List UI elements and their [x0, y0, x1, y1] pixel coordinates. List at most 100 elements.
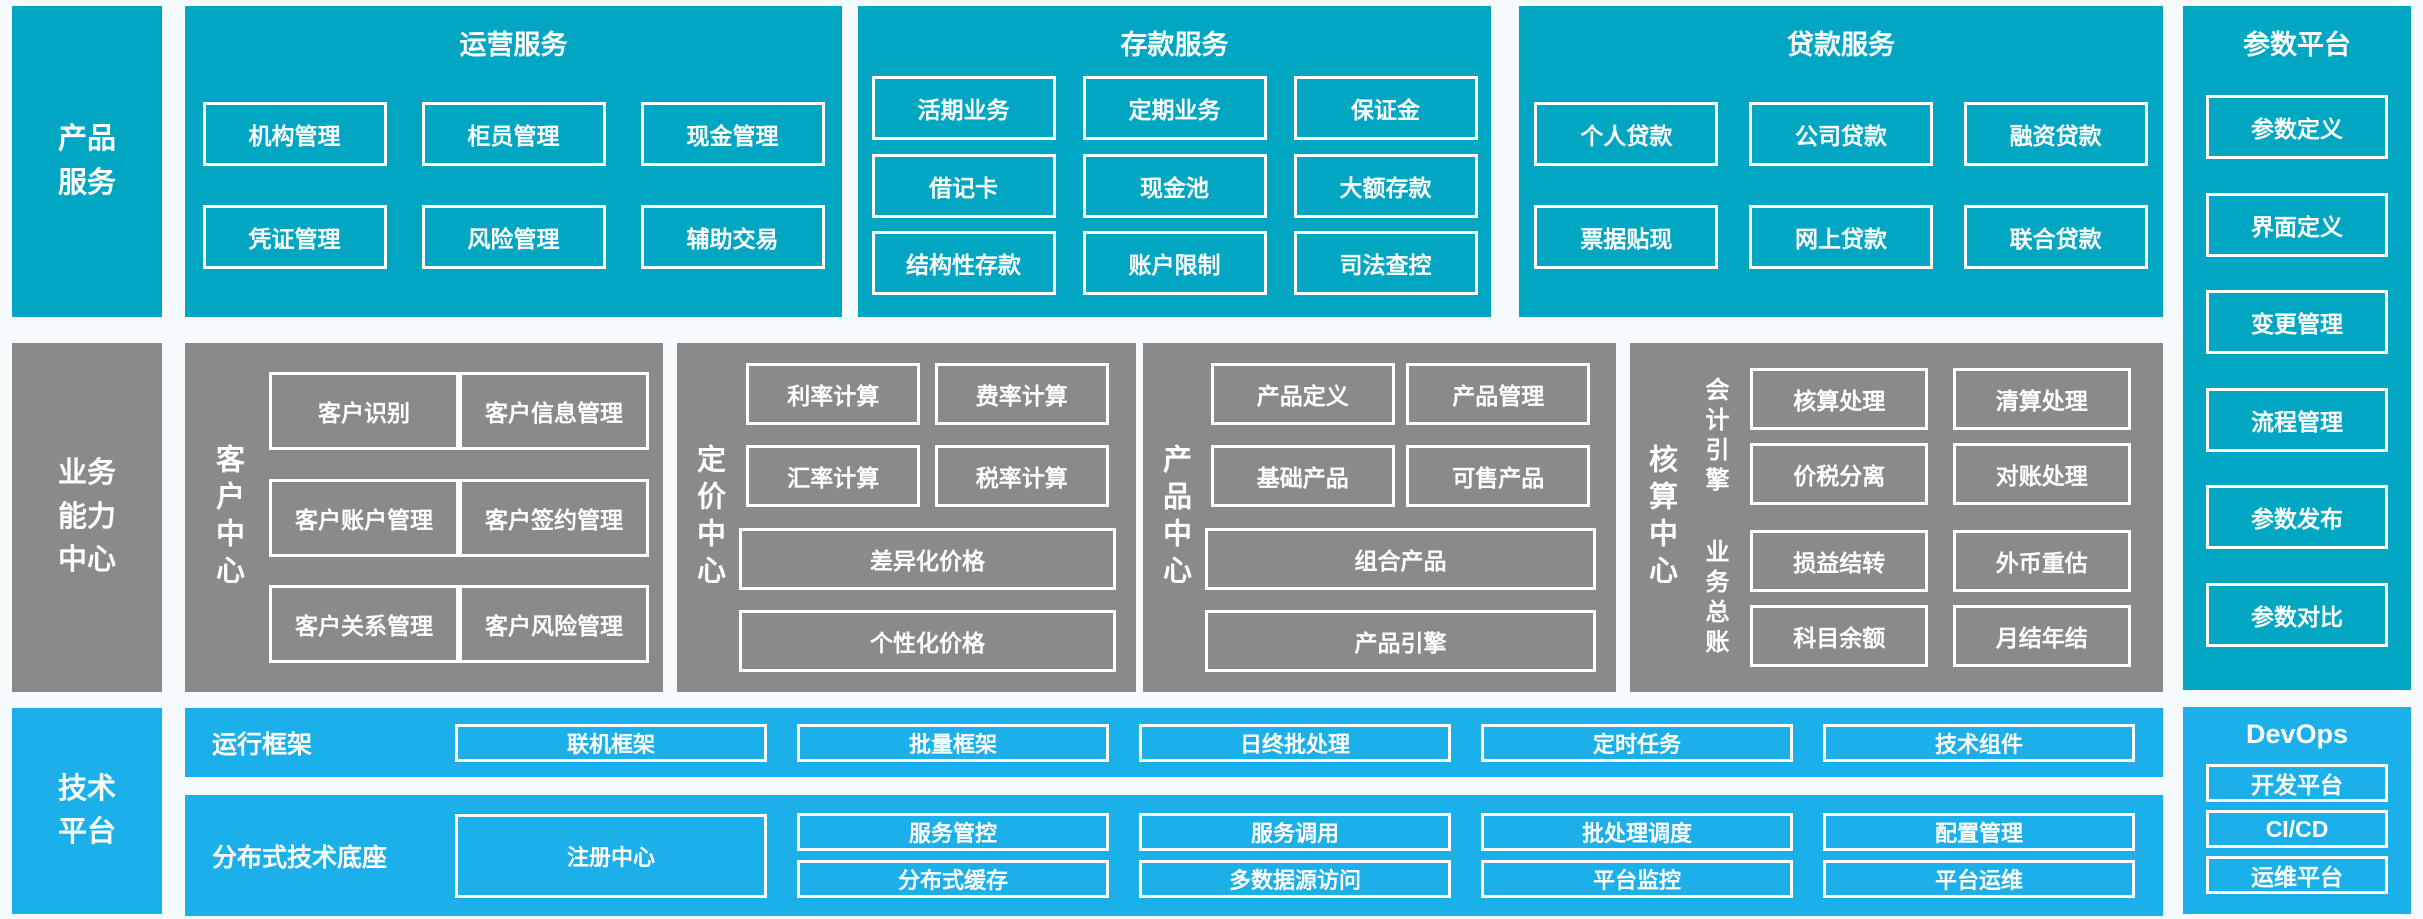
- engine-grid: 核算处理 清算处理 价税分离 对账处理: [1738, 368, 2143, 505]
- bar-runtime-framework: 运行框架 联机框架 批量框架 日终批处理 定时任务 技术组件: [185, 708, 2163, 777]
- module-box-wide: 差异化价格: [739, 527, 1116, 590]
- module-box: 司法查控: [1293, 231, 1478, 296]
- module-box: 利率计算: [746, 363, 921, 426]
- bar-label: 运行框架: [212, 730, 313, 759]
- module-box: 活期业务: [871, 75, 1056, 140]
- module-box: 参数对比: [2206, 582, 2388, 647]
- customer-grid: 客户识别 客户信息管理 客户账户管理 客户签约管理 客户关系管理 客户风险管理: [269, 343, 667, 692]
- module-box: 科目余额: [1750, 605, 1929, 667]
- module-box: 平台监控: [1481, 860, 1793, 898]
- module-box: 对账处理: [1952, 443, 2131, 505]
- module-box: 服务管控: [797, 813, 1109, 851]
- stacked-pair: 批处理调度 平台监控: [1481, 813, 1793, 898]
- module-box: 批处理调度: [1481, 813, 1793, 851]
- module-box: 风险管理: [421, 205, 606, 270]
- stacked-pair: 配置管理 平台运维: [1823, 813, 2135, 898]
- module-box: 辅助交易: [640, 205, 825, 270]
- accounting-group-engine: 会计引擎 核算处理 清算处理 价税分离 对账处理: [1690, 368, 2143, 505]
- module-box: CI/CD: [2206, 810, 2388, 848]
- module-box: 借记卡: [871, 153, 1056, 218]
- module-box: 价税分离: [1750, 443, 1929, 505]
- deposit-grid: 活期业务 定期业务 保证金 借记卡 现金池 大额存款 结构性存款 账户限制 司法…: [858, 62, 1491, 317]
- module-box: 定时任务: [1481, 723, 1793, 762]
- module-box: 客户信息管理: [459, 371, 649, 450]
- loan-grid: 个人贷款 公司贷款 融资贷款 票据贴现 网上贷款 联合贷款: [1519, 62, 2163, 317]
- section-parameter-platform: 参数平台 参数定义 界面定义 变更管理 流程管理 参数发布 参数对比: [2183, 6, 2411, 690]
- module-box: 清算处理: [1952, 368, 2131, 430]
- module-box: 变更管理: [2206, 290, 2388, 355]
- module-box: 联机框架: [455, 723, 767, 762]
- module-box: 月结年结: [1952, 605, 2131, 667]
- section-loan-services: 贷款服务 个人贷款 公司贷款 融资贷款 票据贴现 网上贷款 联合贷款: [1519, 6, 2163, 317]
- section-deposit-services: 存款服务 活期业务 定期业务 保证金 借记卡 现金池 大额存款 结构性存款 账户…: [858, 6, 1491, 317]
- vertical-sublabel-wrap: 会计引擎: [1690, 377, 1738, 497]
- module-box: 平台运维: [1823, 860, 2135, 898]
- module-box: 可售产品: [1406, 445, 1591, 508]
- module-box: 客户关系管理: [269, 585, 459, 664]
- module-box: 税率计算: [934, 445, 1109, 508]
- vertical-label-wrap: 核算中心: [1630, 343, 1690, 692]
- section-title: DevOps: [2245, 719, 2349, 749]
- section-title: 存款服务: [1120, 30, 1229, 60]
- stacked-pair: 服务管控 分布式缓存: [797, 813, 1109, 898]
- module-box: 损益结转: [1750, 530, 1929, 592]
- module-box: 定期业务: [1082, 75, 1267, 140]
- module-box: 参数发布: [2206, 485, 2388, 550]
- module-box: 网上贷款: [1748, 205, 1933, 270]
- ledger-grid: 损益结转 外币重估 科目余额 月结年结: [1738, 530, 2143, 667]
- module-box: 开发平台: [2206, 764, 2388, 802]
- section-vertical-label: 客户中心: [211, 443, 244, 592]
- section-vertical-label: 产品中心: [1158, 443, 1191, 592]
- module-box: 现金池: [1082, 153, 1267, 218]
- module-box: 分布式缓存: [797, 860, 1109, 898]
- module-box: 日终批处理: [1139, 723, 1451, 762]
- module-box: 联合贷款: [1963, 205, 2148, 270]
- accounting-groups: 会计引擎 核算处理 清算处理 价税分离 对账处理 业务总账 损益结转 外币重估 …: [1690, 343, 2163, 692]
- section-title: 参数平台: [2243, 30, 2351, 60]
- module-box: 账户限制: [1082, 231, 1267, 296]
- module-box: 汇率计算: [746, 445, 921, 508]
- module-box: 票据贴现: [1534, 205, 1719, 270]
- module-box: 个人贷款: [1534, 101, 1719, 166]
- module-box-registry: 注册中心: [455, 813, 767, 898]
- module-box: 多数据源访问: [1139, 860, 1451, 898]
- vertical-label-wrap: 客户中心: [185, 343, 269, 692]
- module-box: 客户风险管理: [459, 585, 649, 664]
- module-box: 技术组件: [1823, 723, 2135, 762]
- module-box-wide: 个性化价格: [739, 609, 1116, 672]
- module-box-wide: 组合产品: [1205, 527, 1596, 590]
- module-box: 流程管理: [2206, 387, 2388, 452]
- module-box: 服务调用: [1139, 813, 1451, 851]
- module-box: 客户识别: [269, 371, 459, 450]
- module-box: 产品管理: [1406, 363, 1591, 426]
- section-vertical-label: 定价中心: [692, 443, 725, 592]
- module-box: 参数定义: [2206, 95, 2388, 160]
- accounting-group-ledger: 业务总账 损益结转 外币重估 科目余额 月结年结: [1690, 530, 2143, 667]
- module-box: 外币重估: [1952, 530, 2131, 592]
- rail-label-technology-platform: 技术 平台: [12, 708, 162, 914]
- module-box: 公司贷款: [1748, 101, 1933, 166]
- module-box: 界面定义: [2206, 192, 2388, 257]
- module-box: 凭证管理: [202, 205, 387, 270]
- section-title: 贷款服务: [1787, 30, 1895, 60]
- module-box-wide: 产品引擎: [1205, 609, 1596, 672]
- operations-grid: 机构管理 柜员管理 现金管理 凭证管理 风险管理 辅助交易: [185, 62, 842, 317]
- vertical-sublabel-wrap: 业务总账: [1690, 539, 1738, 659]
- module-box: 核算处理: [1750, 368, 1929, 430]
- module-box: 客户签约管理: [459, 478, 649, 557]
- module-box: 配置管理: [1823, 813, 2135, 851]
- rail-label-business-capability-center: 业务 能力 中心: [12, 343, 162, 692]
- group-vertical-label: 业务总账: [1701, 538, 1728, 659]
- module-box: 批量框架: [797, 723, 1109, 762]
- module-box: 机构管理: [202, 101, 387, 166]
- section-accounting-center: 核算中心 会计引擎 核算处理 清算处理 价税分离 对账处理 业务总账 损: [1630, 343, 2163, 692]
- module-box: 运维平台: [2206, 856, 2388, 894]
- section-devops: DevOps 开发平台 CI/CD 运维平台: [2183, 707, 2411, 914]
- module-box: 大额存款: [1293, 153, 1478, 218]
- vertical-label-wrap: 产品中心: [1143, 343, 1205, 692]
- module-box: 融资贷款: [1963, 101, 2148, 166]
- module-box: 费率计算: [934, 363, 1109, 426]
- stacked-pair: 服务调用 多数据源访问: [1139, 813, 1451, 898]
- product-grid: 产品定义 产品管理 基础产品 可售产品 组合产品 产品引擎: [1205, 343, 1616, 692]
- devops-list: 开发平台 CI/CD 运维平台: [2183, 750, 2411, 914]
